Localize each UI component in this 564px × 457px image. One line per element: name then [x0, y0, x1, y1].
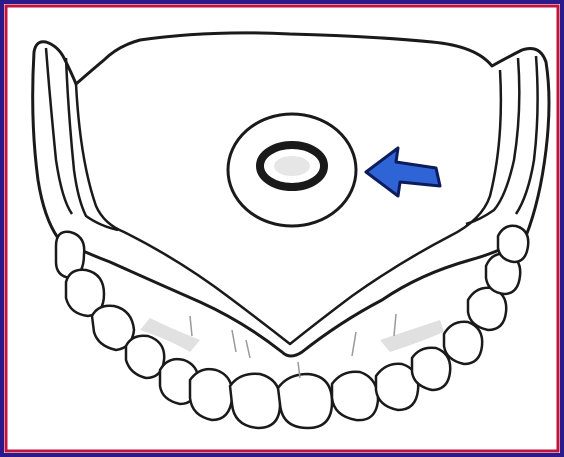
- tooth: [190, 369, 232, 420]
- tooth: [412, 348, 450, 390]
- suction-disc-center: [274, 156, 310, 176]
- tooth: [498, 226, 528, 262]
- tooth: [126, 336, 164, 378]
- tooth: [332, 372, 378, 420]
- tooth: [230, 374, 280, 428]
- tooth: [278, 374, 332, 428]
- tooth: [444, 322, 482, 364]
